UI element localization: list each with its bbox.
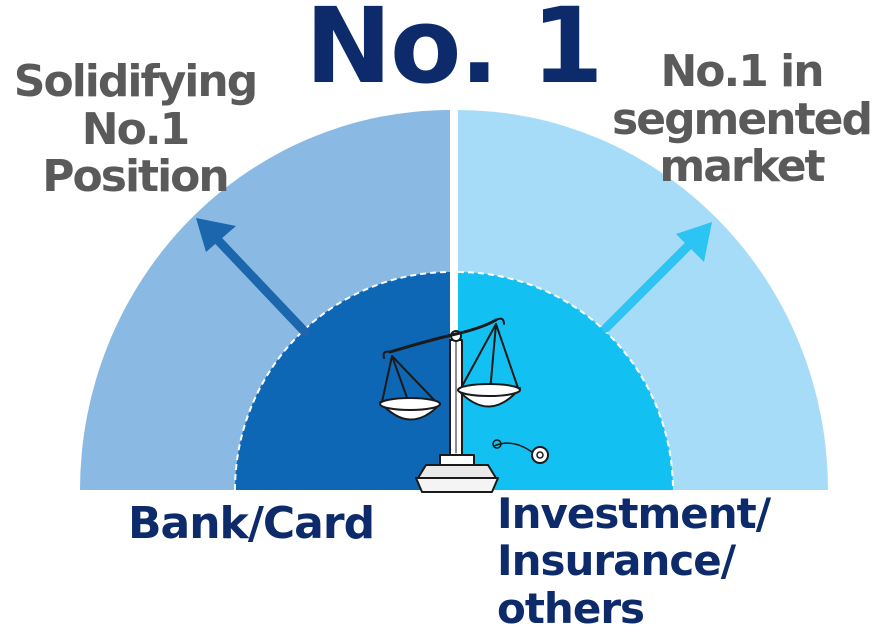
segment-investment-line: others: [497, 583, 645, 633]
goal-left-label: Solidifying No.1 Position: [10, 58, 260, 201]
headline: No. 1: [305, 0, 604, 107]
goal-right-line: market: [659, 141, 825, 193]
goal-left-line: Position: [42, 151, 229, 203]
goal-left-line: No.1: [81, 103, 190, 155]
balance-scale-icon: [379, 317, 549, 493]
segment-investment-line: Investment/: [497, 489, 771, 538]
goal-right-line: No.1 in: [660, 46, 824, 97]
goal-right-label: No.1 in segmented market: [606, 48, 877, 191]
inner-core-boundary: [234, 271, 451, 491]
segment-investment-label: Investment/ Insurance/ others: [497, 489, 771, 633]
arrow-left-icon: [196, 218, 310, 337]
segment-investment-line: Insurance/: [497, 536, 736, 586]
goal-right-line: segmented: [612, 93, 873, 145]
inner-core-boundary-right: [457, 271, 674, 491]
segment-bank-card-label: Bank/Card: [128, 498, 375, 549]
inner-core-right: [458, 272, 673, 490]
center-divider: [450, 105, 458, 495]
goal-left-line: Solidifying: [13, 56, 258, 107]
inner-core-left: [235, 272, 450, 490]
arrow-right-icon: [601, 222, 712, 333]
